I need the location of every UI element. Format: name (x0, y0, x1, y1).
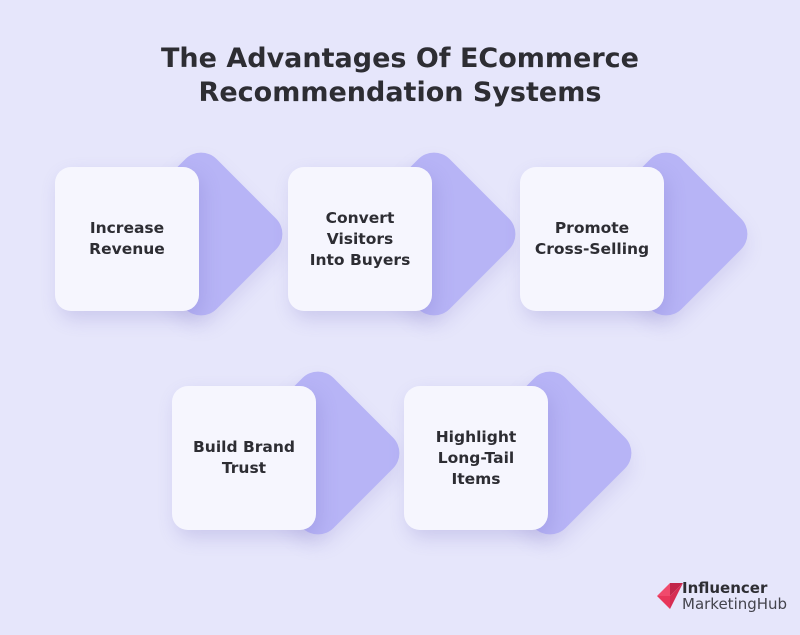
advantage-card: Increase Revenue (55, 167, 199, 311)
advantage-item-brand-trust: Build Brand Trust (172, 362, 409, 556)
advantage-card: Build Brand Trust (172, 386, 316, 530)
advantage-item-long-tail: Highlight Long-Tail Items (404, 362, 641, 556)
advantage-label: Build Brand Trust (192, 438, 295, 477)
advantage-card: Promote Cross-Selling (520, 167, 664, 311)
advantage-label: Convert Visitors Into Buyers (309, 208, 411, 269)
advantage-item-increase-revenue: Increase Revenue (55, 143, 292, 337)
influencer-marketing-hub-logo: Influencer MarketingHub (655, 577, 795, 617)
advantage-label: Highlight Long-Tail Items (435, 427, 517, 488)
advantage-label: Promote Cross-Selling (534, 219, 650, 258)
logo-mark-icon (657, 583, 683, 609)
advantage-card: Convert Visitors Into Buyers (288, 167, 432, 311)
advantage-label: Increase Revenue (89, 219, 165, 258)
title-line-2: Recommendation Systems (198, 77, 602, 108)
logo-text-marketinghub: MarketingHub (682, 595, 788, 613)
advantage-card: Highlight Long-Tail Items (404, 386, 548, 530)
title-line-1: The Advantages Of ECommerce (161, 43, 639, 74)
logo-text-influencer: Influencer (682, 579, 768, 597)
page-title: The Advantages Of ECommerce Recommendati… (0, 42, 800, 110)
advantage-item-cross-selling: Promote Cross-Selling (520, 143, 757, 337)
advantage-item-convert-visitors: Convert Visitors Into Buyers (288, 143, 525, 337)
